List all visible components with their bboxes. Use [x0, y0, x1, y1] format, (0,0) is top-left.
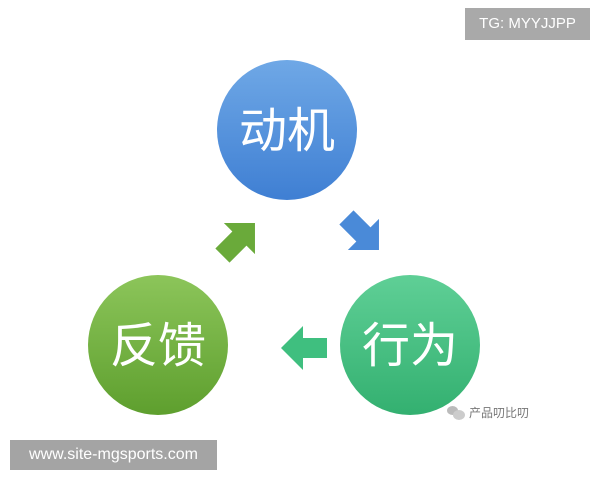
node-circle: [340, 275, 480, 415]
arrow-feedback-to-motivation: [215, 223, 255, 263]
wechat-watermark: 产品叨比叨: [447, 404, 529, 421]
arrow-behavior-to-feedback: [281, 326, 327, 370]
watermark-top: TG: MYYJJPP: [465, 8, 590, 40]
node-circle: [88, 275, 228, 415]
watermark-bottom: www.site-mgsports.com: [10, 440, 217, 470]
wechat-account-name: 产品叨比叨: [469, 406, 530, 420]
node-feedback: 反馈: [88, 275, 228, 415]
node-circle: [217, 60, 357, 200]
wechat-icon: [447, 405, 465, 420]
node-motivation: 动机: [217, 60, 357, 200]
node-label: 动机: [239, 103, 335, 159]
arrow-motivation-to-behavior: [339, 210, 379, 250]
node-behavior: 行为: [340, 275, 480, 415]
node-label: 行为: [362, 318, 458, 374]
node-label: 反馈: [110, 318, 206, 374]
